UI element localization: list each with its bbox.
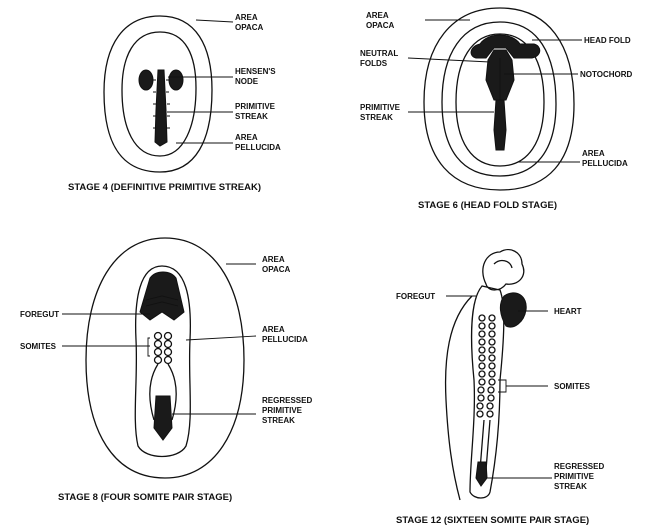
stage8-label-somites: SOMITES (20, 342, 57, 351)
stage-12-panel: FOREGUT HEART SOMITES REGRESSED PRIMITIV… (396, 250, 606, 526)
stage4-leader-area-opaca (196, 20, 233, 22)
stage12-somite (479, 331, 485, 337)
stage12-somite (488, 387, 494, 393)
stage12-somite (489, 339, 495, 345)
stage12-somite (479, 339, 485, 345)
stage12-somite (479, 323, 485, 329)
stage12-heart (500, 293, 526, 327)
stage-8-panel: AREA OPACA FOREGUT SOMITES AREA PELLUCID… (20, 238, 314, 503)
stage12-somite (489, 355, 495, 361)
stage-6-panel: AREA OPACA NEUTRAL FOLDS PRIMITIVE STREA… (360, 8, 633, 211)
stage12-somite (479, 347, 485, 353)
stage-4-panel: AREA OPACA HENSEN'S NODE PRIMITIVE STREA… (68, 13, 281, 193)
stage12-somite (478, 395, 484, 401)
stage8-somite-right-3 (165, 349, 172, 356)
stage8-label-regressed-streak: REGRESSED PRIMITIVE STREAK (262, 396, 314, 425)
stage12-somites-bracket (498, 380, 506, 392)
stage12-somite (478, 387, 484, 393)
stage12-somite (477, 403, 483, 409)
stage12-label-somites: SOMITES (554, 382, 591, 391)
stage12-somite (477, 411, 483, 417)
stage12-somite (487, 403, 493, 409)
stage8-label-area-pellucida: AREA PELLUCIDA (262, 325, 308, 344)
stage12-somite (489, 363, 495, 369)
stage8-somite-left-2 (155, 341, 162, 348)
stage8-somites-bracket (148, 338, 150, 356)
stage12-somite (489, 379, 495, 385)
stage12-somite (489, 323, 495, 329)
stage8-somite-left-4 (155, 357, 162, 364)
stage12-vitelline-outline (446, 296, 472, 500)
stage12-somite (489, 347, 495, 353)
stage12-caption: STAGE 12 (SIXTEEN SOMITE PAIR STAGE) (396, 515, 589, 526)
stage12-somite (479, 363, 485, 369)
stage8-label-foregut: FOREGUT (20, 310, 59, 319)
stage4-label-area-opaca: AREA OPACA (235, 13, 264, 32)
stage6-label-head-fold: HEAD FOLD (584, 36, 631, 45)
stage12-somite (489, 315, 495, 321)
stage12-regressed-streak (476, 462, 487, 486)
stage4-label-primitive-streak: PRIMITIVE STREAK (235, 102, 277, 121)
stage8-regressed-streak (154, 396, 172, 440)
stage12-label-heart: HEART (554, 307, 582, 316)
stage12-brain-fold (494, 261, 512, 268)
stage12-somite-column (477, 315, 495, 417)
stage12-head-vesicles (483, 250, 524, 290)
stage12-label-foregut: FOREGUT (396, 292, 435, 301)
stage12-somite (489, 331, 495, 337)
stage6-label-area-opaca: AREA OPACA (366, 11, 395, 30)
stage6-label-notochord: NOTOCHORD (580, 70, 633, 79)
stage12-somite (489, 371, 495, 377)
stage6-primitive-streak (494, 100, 506, 150)
stage4-primitive-streak (155, 70, 167, 146)
stage4-caption: STAGE 4 (DEFINITIVE PRIMITIVE STREAK) (68, 182, 261, 193)
stage12-label-regressed-streak: REGRESSED PRIMITIVE STREAK (554, 462, 606, 491)
stage8-somite-left-1 (155, 333, 162, 340)
stage6-caption: STAGE 6 (HEAD FOLD STAGE) (418, 200, 557, 211)
stage8-somite-right-2 (165, 341, 172, 348)
stage8-label-area-opaca: AREA OPACA (262, 255, 291, 274)
stage8-leader-area-pellucida (186, 336, 256, 340)
stage4-label-area-pellucida: AREA PELLUCIDA (235, 133, 281, 152)
stage6-label-primitive-streak: PRIMITIVE STREAK (360, 103, 402, 122)
stage4-label-hensens-node: HENSEN'S NODE (235, 67, 278, 86)
stage12-somite (479, 315, 485, 321)
stage6-label-area-pellucida: AREA PELLUCIDA (582, 149, 628, 168)
stage12-somite (479, 379, 485, 385)
stage8-somite-right-4 (165, 357, 172, 364)
stage8-somite-left-3 (155, 349, 162, 356)
stage12-somite (479, 371, 485, 377)
stage6-label-neutral-folds: NEUTRAL FOLDS (360, 49, 400, 68)
stage12-somite (487, 411, 493, 417)
stage4-right-node-blob (169, 70, 183, 90)
stage12-somite (488, 395, 494, 401)
stage8-somite-right-1 (165, 333, 172, 340)
stage4-left-node-blob (139, 70, 153, 90)
stage12-somite (479, 355, 485, 361)
stage8-caption: STAGE 8 (FOUR SOMITE PAIR STAGE) (58, 492, 232, 503)
